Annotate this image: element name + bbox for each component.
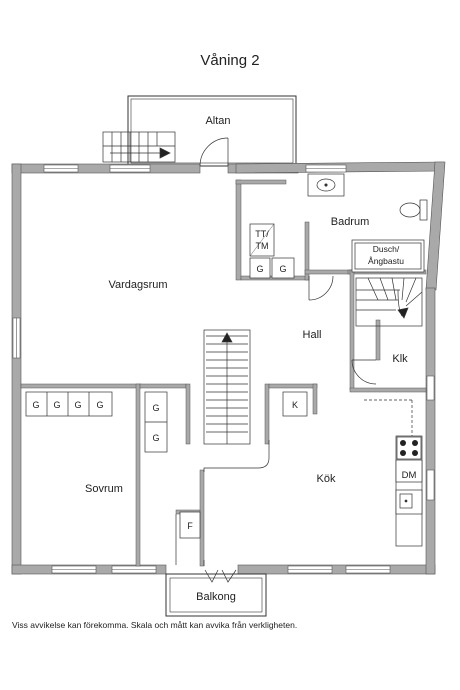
hall-stair	[355, 277, 423, 327]
hall-passage	[175, 440, 270, 566]
terrace-stair	[102, 131, 176, 163]
kitchen-counter	[364, 399, 423, 547]
stove-icon	[396, 436, 422, 460]
label-g-bed-6: G	[152, 433, 159, 443]
label-vardagsrum: Vardagsrum	[108, 279, 167, 291]
klk-door	[351, 359, 377, 385]
label-f: F	[187, 521, 193, 531]
toilet-icon	[399, 199, 428, 221]
label-g-bed-1: G	[32, 400, 39, 410]
label-klk: Klk	[392, 353, 408, 365]
label-balkong: Balkong	[196, 591, 236, 603]
label-kok: Kök	[317, 473, 336, 485]
altan-door	[199, 137, 229, 167]
label-altan: Altan	[205, 115, 230, 127]
label-dusch: Dusch/	[373, 244, 400, 254]
label-tm: TM	[256, 241, 269, 251]
plan-title: Våning 2	[200, 52, 260, 69]
label-k: K	[292, 400, 298, 410]
label-g-bed-4: G	[96, 400, 103, 410]
bathroom-fixtures	[249, 173, 428, 279]
balcony-door	[204, 569, 237, 583]
shower-sauna	[351, 239, 425, 273]
label-g-bed-3: G	[74, 400, 81, 410]
main-stair	[203, 329, 251, 445]
disclaimer-text: Viss avvikelse kan förekomma. Skala och …	[12, 620, 298, 630]
label-dm: DM	[402, 470, 417, 481]
label-hall: Hall	[303, 329, 322, 341]
interior-walls	[20, 179, 427, 567]
label-angbastu: Ångbastu	[368, 256, 404, 266]
label-g-bath-2: G	[279, 264, 286, 274]
badrum-door	[308, 275, 334, 301]
label-tt: TT/	[255, 229, 269, 239]
label-g-bath-1: G	[256, 264, 263, 274]
windows	[12, 164, 435, 574]
label-g-bed-5: G	[152, 403, 159, 413]
label-badrum: Badrum	[331, 216, 370, 228]
label-sovrum: Sovrum	[85, 483, 123, 495]
label-g-bed-2: G	[53, 400, 60, 410]
bedroom-wardrobes	[25, 391, 308, 539]
altan-terrace	[102, 95, 297, 167]
